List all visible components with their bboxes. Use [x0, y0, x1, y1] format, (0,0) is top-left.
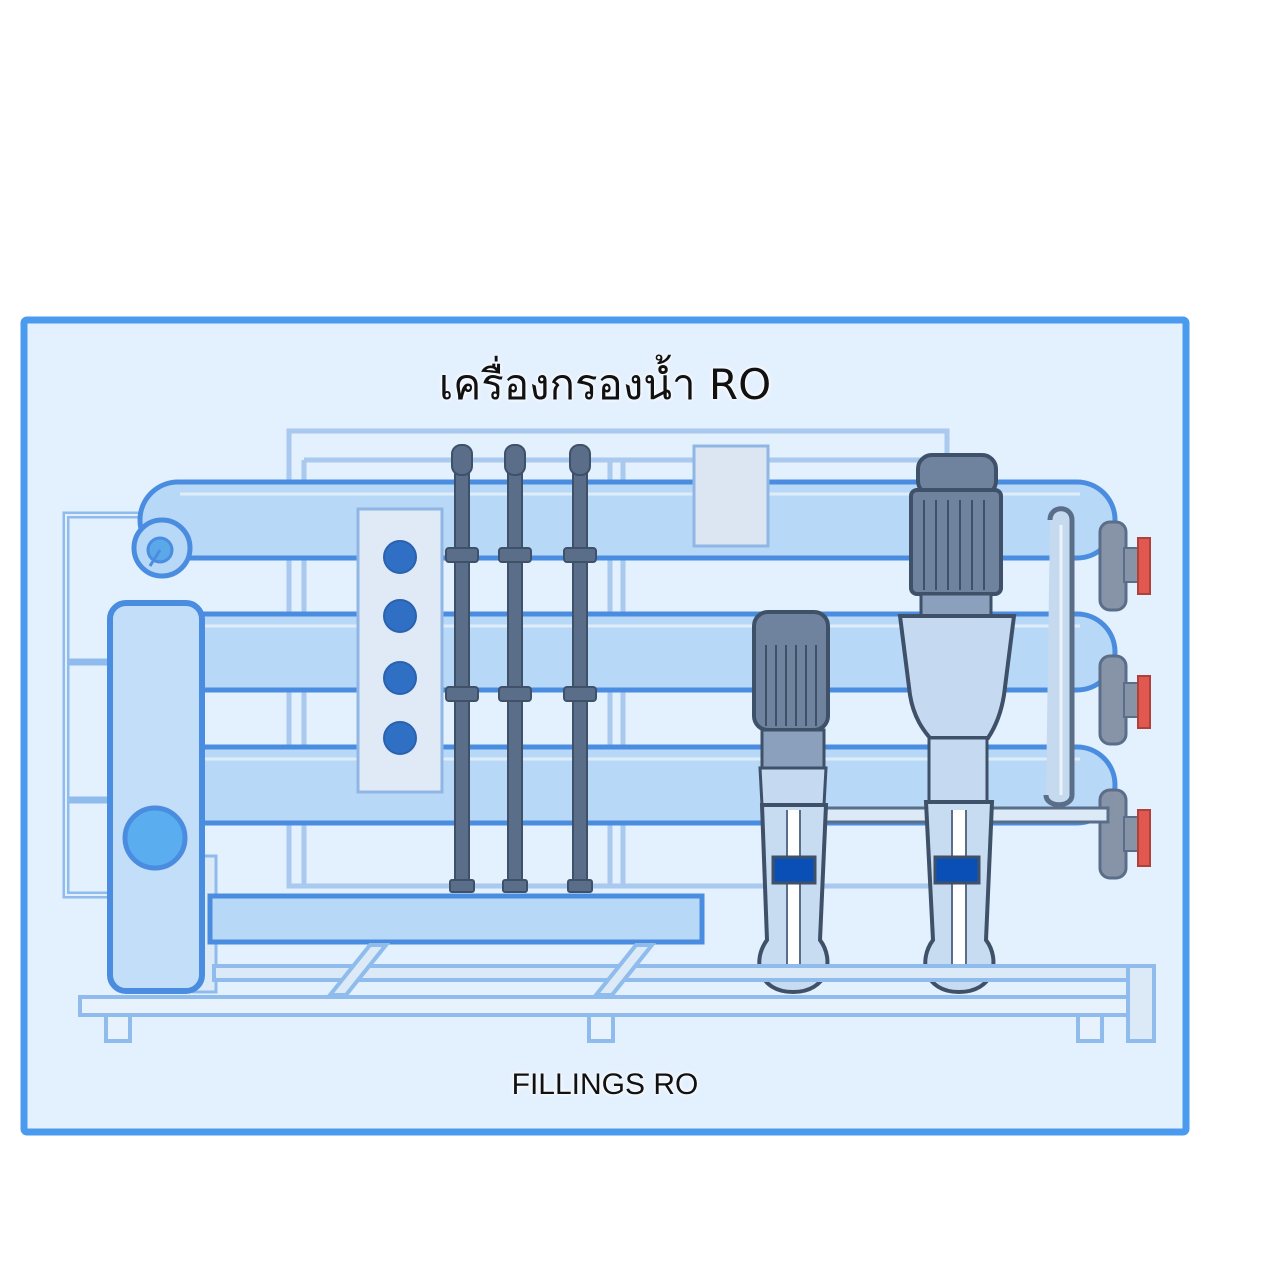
pressure-vessel	[107, 600, 218, 994]
vertical-pipe-3	[563, 444, 597, 893]
junction-box	[692, 444, 770, 548]
valve-2	[1098, 654, 1151, 746]
left-pipe-loop-inner	[65, 514, 150, 896]
end-valves	[1098, 520, 1151, 880]
return-pipe	[1043, 506, 1075, 808]
large-pump	[897, 453, 1017, 995]
large-pump-bell	[897, 614, 1017, 740]
vertical-pipes	[445, 444, 597, 893]
control-panel	[356, 507, 444, 794]
indicator-dot-3	[383, 661, 417, 695]
filter-tray	[207, 893, 705, 945]
valve-1	[1098, 520, 1151, 612]
small-pump-badge	[771, 855, 817, 885]
vessel-port-icon	[122, 805, 188, 871]
small-pump	[752, 610, 830, 995]
diagram-caption: FILLINGS RO	[511, 1068, 699, 1101]
vertical-pipe-1	[445, 444, 479, 893]
diagram-title: เครื่องกรองน้ำ RO	[438, 360, 772, 409]
large-pump-badge	[933, 855, 981, 885]
pressure-gauge-icon	[131, 517, 193, 579]
indicator-dot-4	[383, 721, 417, 755]
indicator-dot-2	[383, 599, 417, 633]
indicator-dot-1	[383, 540, 417, 574]
vertical-pipe-2	[498, 444, 532, 893]
base-skid	[78, 943, 1156, 1043]
